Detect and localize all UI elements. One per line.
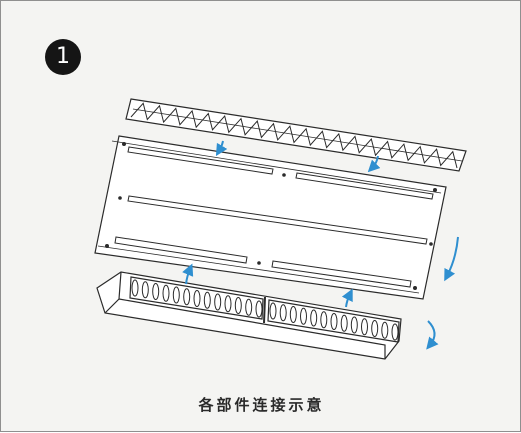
grille-rib (255, 300, 263, 318)
grille-rib (330, 313, 338, 330)
arrow-plate-right-side (444, 236, 459, 282)
louvre-zigzag (130, 102, 458, 169)
arrow-deflector-to-plate-right (367, 155, 381, 173)
grille-rib (361, 318, 368, 336)
grille-rib (172, 286, 180, 304)
arrow-housing-end (426, 320, 439, 350)
grille-rib (234, 297, 242, 314)
grille-rib (350, 316, 358, 334)
grille-rib (162, 284, 170, 302)
housing-grille (131, 279, 399, 341)
grille-rib (214, 293, 222, 311)
arrow-housing-to-plate-left (182, 263, 194, 285)
grille-rib (183, 288, 191, 306)
grille-rib (224, 295, 232, 313)
step-number-badge: 1 (45, 39, 81, 75)
top-deflector (125, 98, 467, 172)
arrow-housing-to-plate-right (341, 288, 353, 308)
grille-rib (279, 304, 287, 322)
grille-rib (141, 281, 149, 299)
arrow-deflector-to-plate-left (215, 140, 228, 157)
grille-rib (300, 307, 307, 325)
grille-rib (193, 290, 201, 307)
grille-rib (131, 279, 139, 297)
grille-rib (289, 306, 297, 323)
grille-rib (391, 323, 399, 341)
plate-slots (114, 146, 434, 288)
air-outlet-housing (96, 271, 402, 360)
deflector-louvres (130, 102, 458, 169)
grille-rib (245, 298, 253, 316)
grille-rib (340, 314, 348, 332)
grille-rib (310, 309, 318, 327)
connection-arrows (182, 140, 459, 350)
grille-rib (320, 311, 328, 329)
diagram-caption: 各部件连接示意 (198, 396, 325, 414)
grille-rib (269, 302, 277, 320)
grille-rib (152, 283, 160, 300)
mounting-plate (94, 135, 447, 300)
grille-rib (203, 291, 211, 309)
grille-rib (381, 321, 389, 339)
grille-rib (371, 320, 379, 337)
plate-screw-holes (105, 142, 437, 290)
